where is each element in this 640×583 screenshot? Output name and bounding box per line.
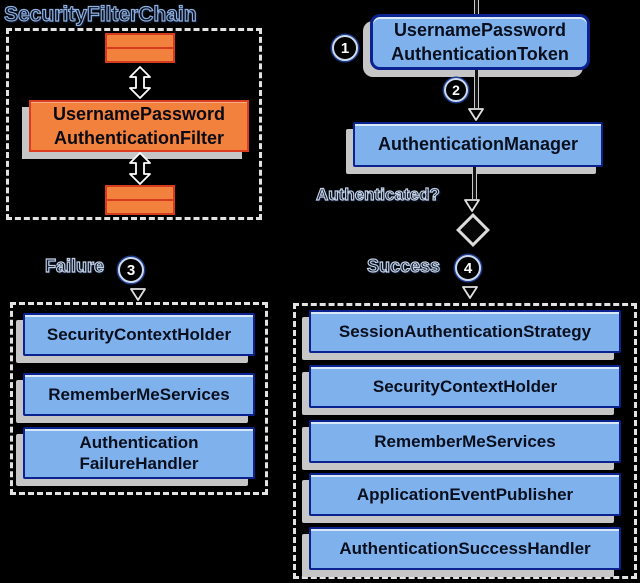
arrowhead-down-icon — [464, 199, 480, 212]
step-2-badge: 2 — [444, 78, 468, 102]
success-component-label: SessionAuthenticationStrategy — [338, 322, 592, 341]
filter-stack-divider — [107, 47, 173, 49]
failure-component-label: Authentication FailureHandler — [79, 433, 199, 473]
security-filter-chain-title: SecurityFilterChain — [3, 2, 197, 26]
filter-stack-top — [105, 33, 175, 63]
authentication-manager-box: AuthenticationManager — [353, 122, 603, 167]
filter-stack-divider — [107, 199, 173, 201]
success-panel: SessionAuthenticationStrategy SecurityCo… — [293, 303, 637, 579]
arrowhead-down-icon — [468, 108, 484, 121]
failure-component-box: RememberMeServices — [23, 373, 255, 416]
manager-to-decision-line — [472, 167, 477, 199]
success-component-box: RememberMeServices — [309, 420, 621, 463]
username-password-authentication-token-box: UsernamePassword AuthenticationToken — [370, 14, 590, 70]
failure-component-box: SecurityContextHolder — [23, 313, 255, 356]
security-filter-chain-panel: UsernamePassword AuthenticationFilter — [6, 28, 262, 220]
step-1-badge: 1 — [332, 35, 358, 61]
success-component-label: ApplicationEventPublisher — [356, 485, 574, 504]
success-component-label: RememberMeServices — [374, 432, 556, 451]
failure-component-box: Authentication FailureHandler — [23, 427, 255, 479]
filter-box-line1: UsernamePassword — [52, 104, 226, 124]
entry-connector-line — [474, 0, 479, 14]
token-to-manager-line — [474, 70, 479, 108]
success-component-box: SessionAuthenticationStrategy — [309, 310, 621, 353]
arrowhead-down-icon — [462, 286, 478, 299]
filter-stack-bottom — [105, 185, 175, 215]
filter-box-line2: AuthenticationFilter — [54, 128, 224, 148]
double-arrow-icon — [129, 66, 151, 99]
failure-branch-label: Failure — [44, 255, 105, 276]
success-component-label: AuthenticationSuccessHandler — [339, 539, 591, 558]
double-arrow-icon — [129, 152, 151, 185]
success-component-label: SecurityContextHolder — [372, 377, 558, 396]
step-4-badge: 4 — [455, 255, 481, 281]
token-box-line1: UsernamePassword — [393, 20, 567, 40]
decision-diamond — [456, 213, 490, 247]
success-component-box: ApplicationEventPublisher — [309, 473, 621, 516]
failure-panel: SecurityContextHolder RememberMeServices… — [10, 302, 268, 495]
success-component-box: SecurityContextHolder — [309, 365, 621, 408]
manager-box-label: AuthenticationManager — [377, 134, 578, 154]
username-password-authentication-filter-box: UsernamePassword AuthenticationFilter — [29, 100, 249, 152]
success-branch-label: Success — [366, 255, 441, 276]
arrowhead-down-icon — [130, 288, 146, 301]
failure-component-label: RememberMeServices — [48, 385, 230, 404]
success-component-box: AuthenticationSuccessHandler — [309, 527, 621, 570]
authenticated-question-label: Authenticated? — [315, 184, 440, 204]
token-box-line2: AuthenticationToken — [391, 44, 569, 64]
step-3-badge: 3 — [118, 257, 144, 283]
failure-component-label: SecurityContextHolder — [46, 325, 232, 344]
